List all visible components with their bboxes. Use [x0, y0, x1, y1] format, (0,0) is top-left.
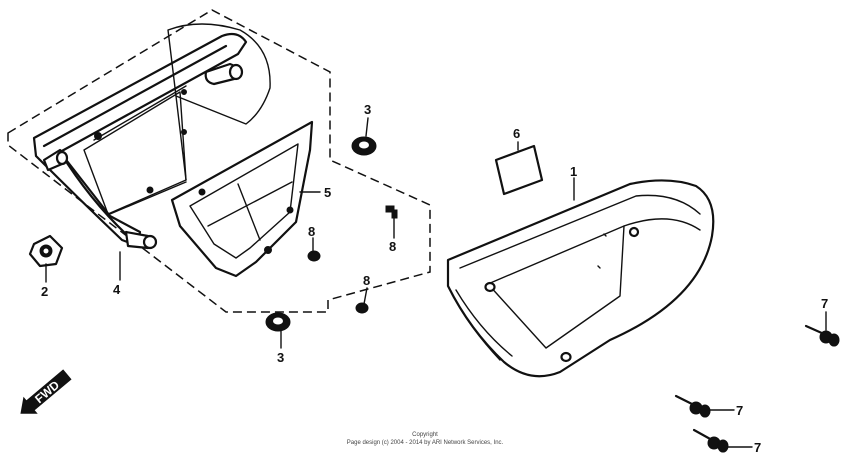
screw-upper: [385, 205, 398, 219]
assembly-outline: [7, 9, 431, 313]
bolt-lower-2: [692, 428, 729, 453]
decal-label: [494, 144, 544, 196]
left-side-cover-frame: [32, 23, 271, 250]
grommet-lower: [265, 312, 291, 332]
copyright-footer: Copyright Page design (c) 2004 - 2014 by…: [0, 431, 850, 447]
callout-7-right: 7: [821, 296, 828, 311]
grommet-upper: [351, 136, 377, 156]
page-design-line: Page design (c) 2004 - 2014 by ARI Netwo…: [346, 440, 504, 446]
callout-7-lower-1: 7: [736, 403, 743, 418]
callout-6: 6: [513, 126, 520, 141]
nut-part-2: [28, 234, 64, 268]
right-side-cover: [446, 179, 715, 378]
callout-8-lower: 8: [363, 273, 370, 288]
callout-2: 2: [41, 284, 48, 299]
callout-4: 4: [113, 282, 121, 297]
leader-lines: [45, 117, 827, 448]
bolt-right: [804, 324, 840, 347]
forward-direction-arrow: FWD: [20, 369, 72, 414]
callout-8-middle: 8: [308, 224, 315, 239]
callout-3-lower: 3: [277, 350, 284, 365]
copyright-line: Copyright: [412, 432, 438, 438]
bolt-lower-1: [674, 394, 711, 418]
callout-3-upper: 3: [364, 102, 371, 117]
cover-bracket-plate: [170, 120, 314, 278]
screw-lower: [355, 302, 369, 314]
screw-middle: [307, 250, 321, 262]
callout-8-upper: 8: [389, 239, 396, 254]
callout-1: 1: [570, 164, 577, 179]
callout-5: 5: [324, 185, 331, 200]
callout-7-lower-2: 7: [754, 440, 761, 455]
